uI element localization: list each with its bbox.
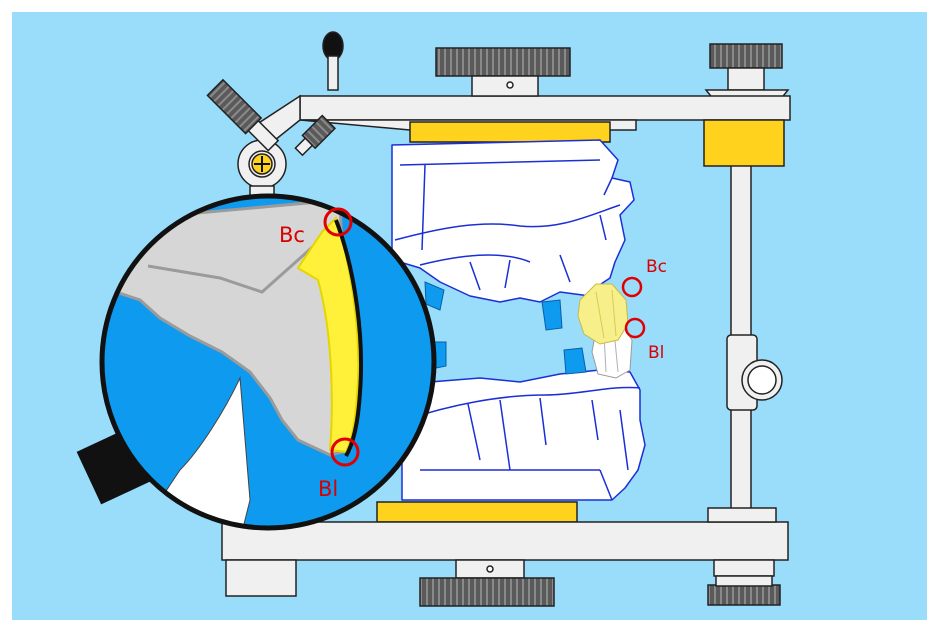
marker-bc-small: [621, 276, 643, 298]
lower-base: [221, 521, 789, 561]
upper-dental-cast: [391, 139, 635, 303]
lower-dental-cast: [401, 369, 646, 501]
lower-mounting-plate: [376, 501, 578, 523]
right-yellow-block: [703, 119, 785, 167]
label-bl-large: Bl: [318, 477, 338, 501]
bottom-center-knurled-knob: [419, 577, 555, 607]
upper-arm: [299, 95, 791, 121]
top-center-knurled-knob: [435, 47, 571, 77]
marker-bc-large: [323, 207, 353, 237]
blue-blocks: [424, 281, 587, 375]
label-bl-small: Bl: [648, 343, 664, 363]
right-top-knurled-knob: [709, 43, 783, 69]
magnifier-lens: Bc Bl: [76, 193, 437, 531]
upper-mounting-plate: [409, 121, 611, 143]
right-bottom-knurled-knob: [707, 584, 781, 606]
label-bc-small: Bc: [646, 257, 667, 277]
incisor-teeth: [577, 283, 633, 379]
zoomed-enamel-facet: [296, 216, 360, 454]
marker-bl-small: [624, 317, 646, 339]
articulator-frame: [206, 31, 791, 607]
left-base-foot: [225, 559, 297, 597]
label-bc-large: Bc: [279, 223, 305, 247]
marker-bl-large: [330, 437, 360, 467]
